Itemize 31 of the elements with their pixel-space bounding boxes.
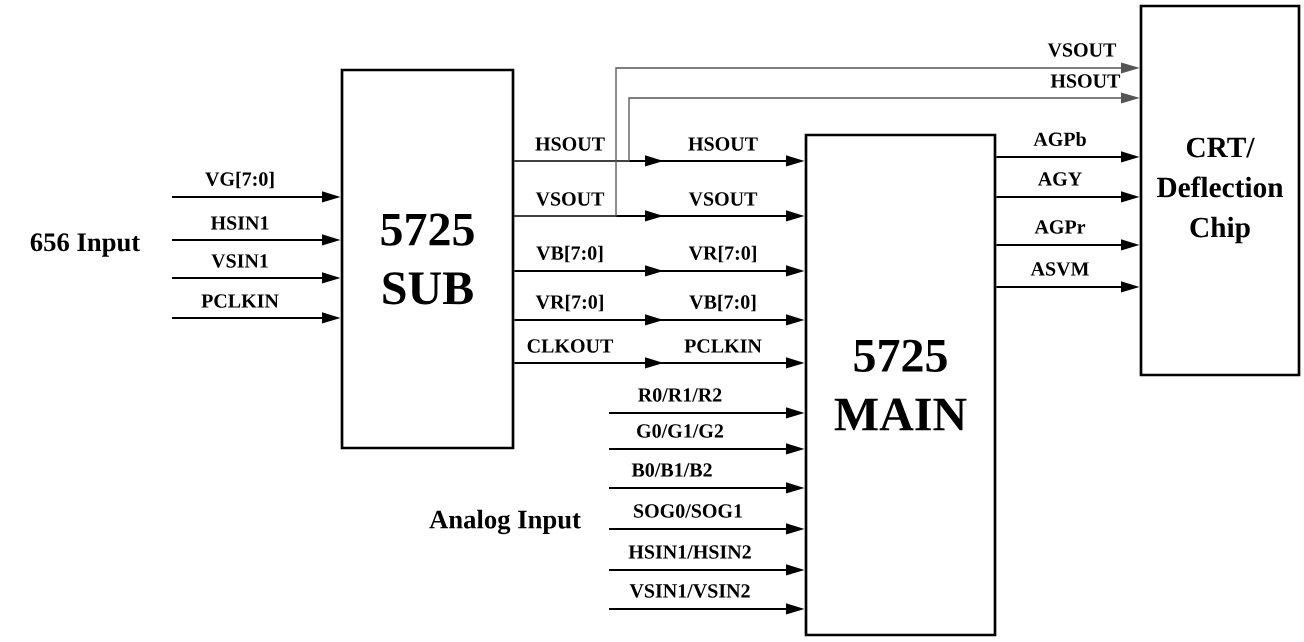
block-box: 5725 SUB — [340, 68, 515, 450]
edge-label: HSOUT — [535, 137, 605, 151]
edge-label: B0/B1/B2 — [631, 463, 712, 477]
edge-label: CLKOUT — [527, 339, 614, 353]
edge-label: AGY — [1037, 172, 1082, 186]
input-label: 656 Input — [30, 233, 141, 257]
block-box: CRT/ Deflection Chip — [1139, 4, 1301, 377]
signal-label: VR[7:0] — [688, 245, 756, 263]
edge-label: AGPb — [1033, 131, 1086, 147]
edge-label: VSIN1 — [211, 254, 268, 268]
signal-label: VB[7:0] — [689, 294, 756, 312]
edge-label: G0/G1/G2 — [637, 424, 724, 438]
edge-label: HSIN1/HSIN2 — [628, 545, 751, 559]
edge-label: HSOUT — [1050, 74, 1121, 88]
signal-label: PCLKIN — [684, 339, 762, 353]
edge-label: VR[7:0] — [535, 294, 603, 312]
edge-label: PCLKIN — [201, 294, 279, 308]
edge-label: VSOUT — [535, 192, 605, 206]
edge-label: VSIN1/VSIN2 — [629, 584, 750, 598]
edge-label: AGPr — [1034, 220, 1086, 234]
input-label: Analog Input — [429, 509, 581, 535]
edge-label: R0/R1/R2 — [638, 388, 722, 402]
edge-label: HSIN1 — [210, 216, 269, 230]
edge-label: SOG0/SOG1 — [634, 504, 742, 518]
edge-label: ASVM — [1030, 262, 1089, 276]
block-box: 5725 MAIN — [804, 133, 997, 637]
signal-label: HSOUT — [688, 137, 758, 151]
edge-label: VG[7:0] — [205, 171, 274, 189]
signal-label: VSOUT — [688, 192, 758, 206]
edge-label: VB[7:0] — [536, 245, 603, 263]
edge-label: VSOUT — [1047, 43, 1117, 57]
